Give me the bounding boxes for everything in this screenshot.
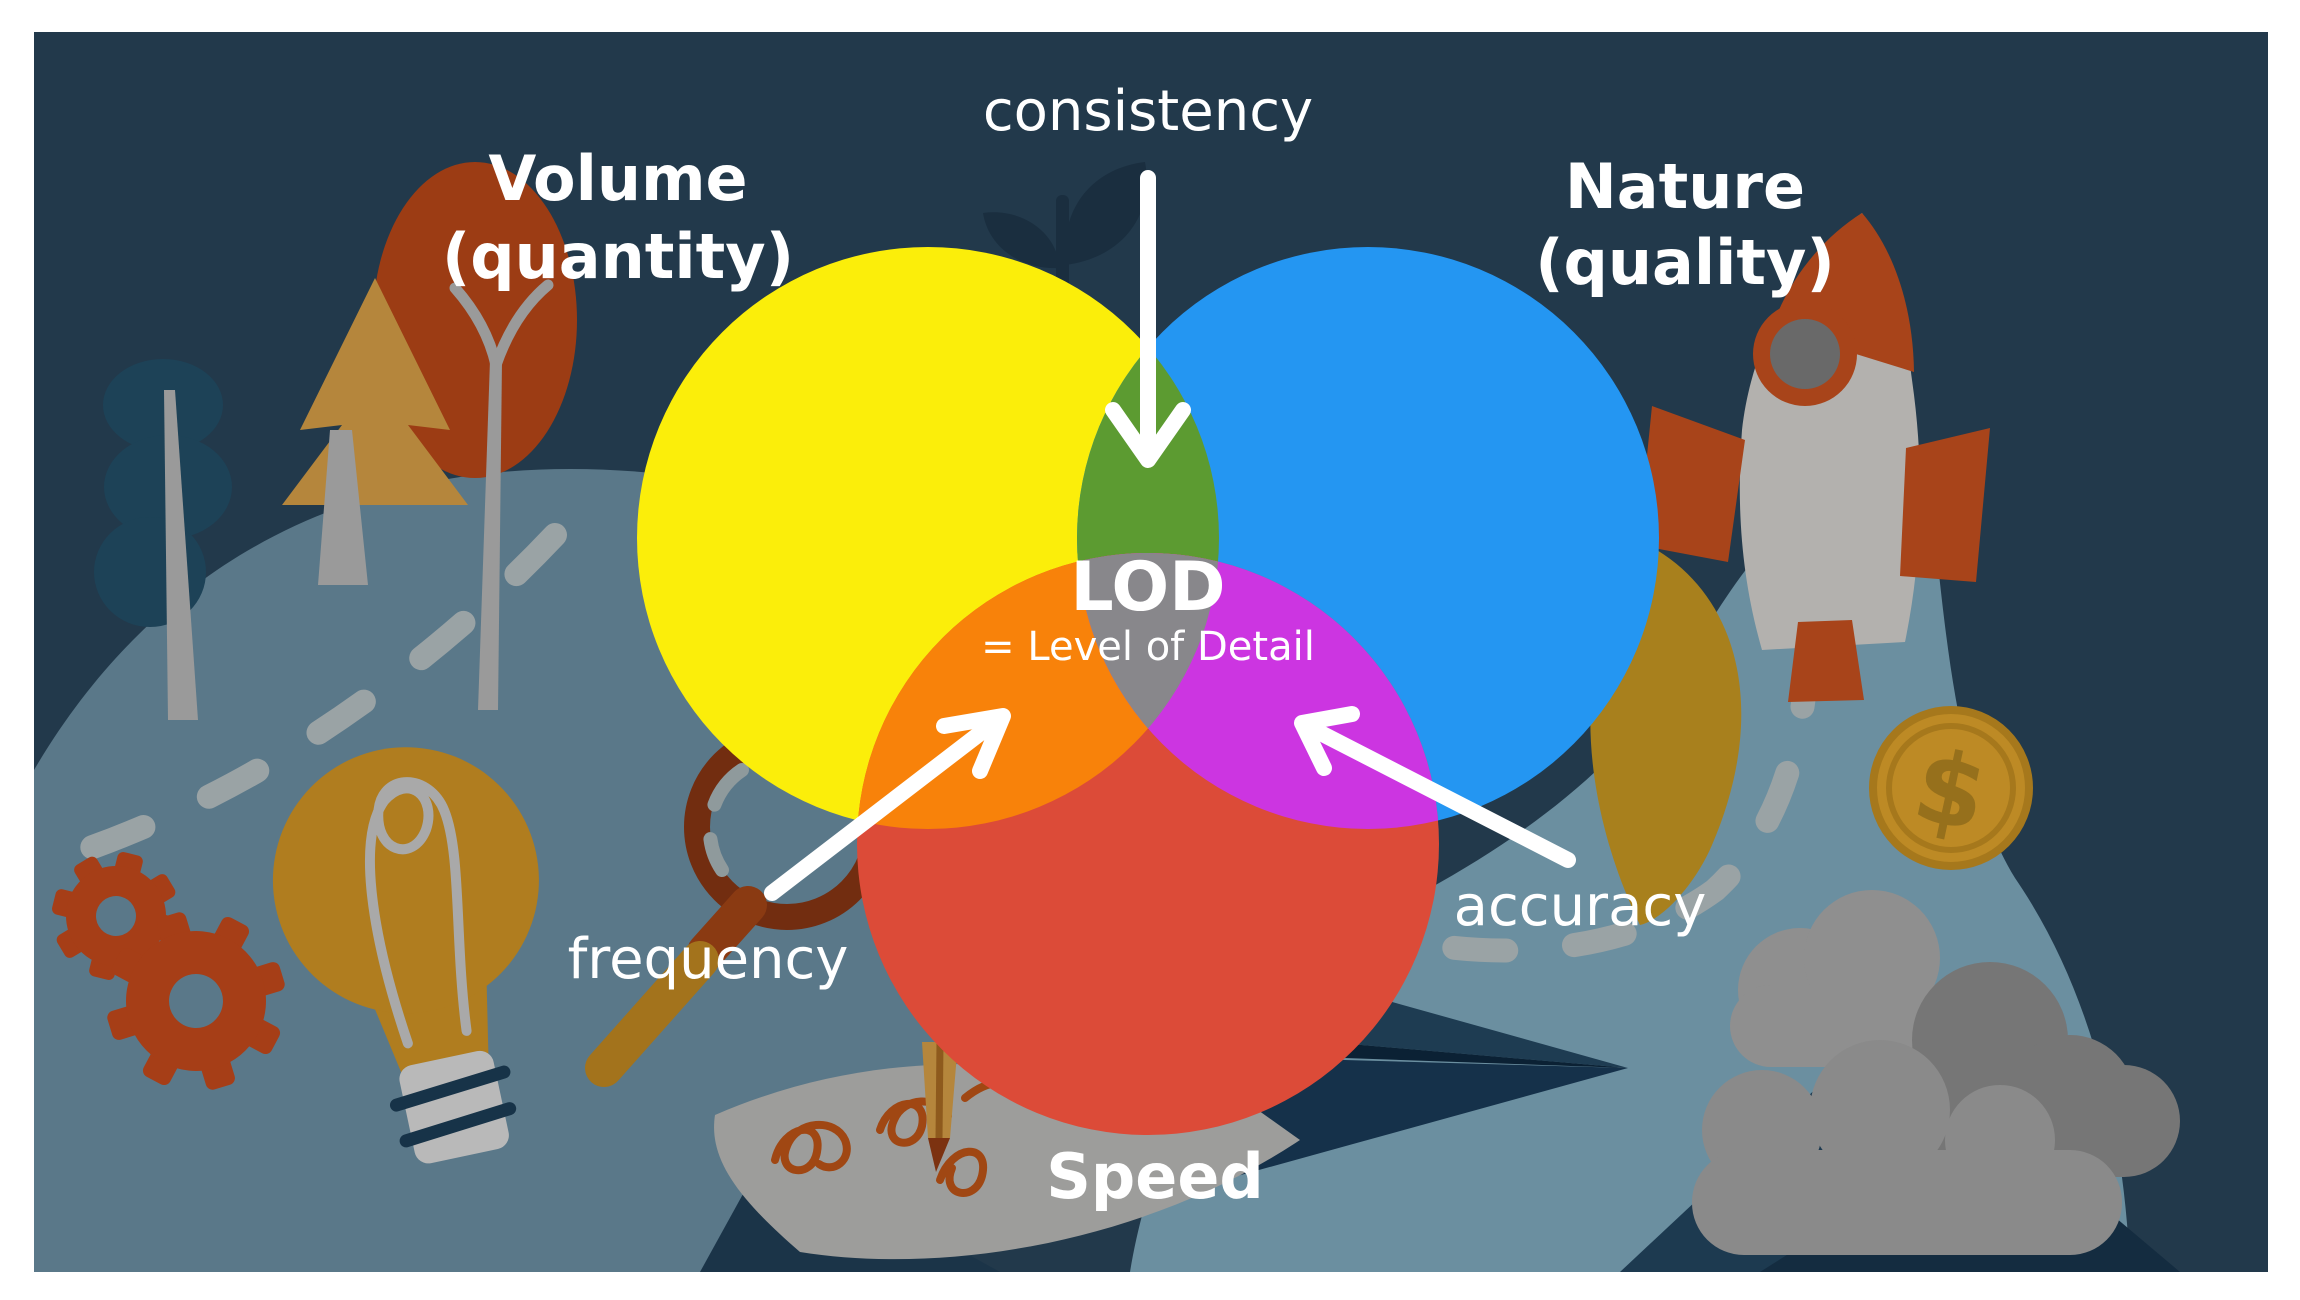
- gears-icon: [52, 852, 285, 1090]
- overlap-accuracy: [1077, 553, 1439, 829]
- dollar-coin-icon: $: [1869, 706, 2033, 870]
- label-consistency: consistency: [983, 79, 1313, 144]
- venn-diagram: [637, 247, 1659, 1135]
- dashed-path-right: [1420, 643, 1820, 963]
- scene: $: [34, 79, 2180, 1272]
- consistency-arrow-icon: [1105, 170, 1191, 468]
- label-accuracy: accuracy: [1454, 874, 1707, 939]
- tree-pine-tan: [282, 278, 468, 585]
- clouds-icon: [1692, 890, 2180, 1255]
- accuracy-arrow-icon: [1294, 706, 1576, 868]
- frequency-arrow-icon: [764, 708, 1011, 901]
- label-volume-line1: Volume: [488, 142, 747, 215]
- lightbulb-icon: [272, 747, 539, 1164]
- plant-sprout-icon: [983, 162, 1147, 335]
- label-speed: Speed: [1046, 1140, 1264, 1213]
- label-frequency: frequency: [568, 927, 849, 992]
- label-nature-line2: (quality): [1535, 226, 1835, 299]
- label-nature-line1: Nature: [1565, 150, 1805, 223]
- pencil-icon: [922, 1041, 958, 1172]
- label-volume-line2: (quantity): [442, 220, 794, 293]
- label-lod-subtitle: = Level of Detail: [981, 624, 1315, 670]
- tree-blue-blobs: [94, 359, 232, 720]
- overlap-frequency: [857, 553, 1219, 829]
- rocket-icon: [1638, 213, 1990, 702]
- label-lod-heading: LOD: [1070, 548, 1225, 627]
